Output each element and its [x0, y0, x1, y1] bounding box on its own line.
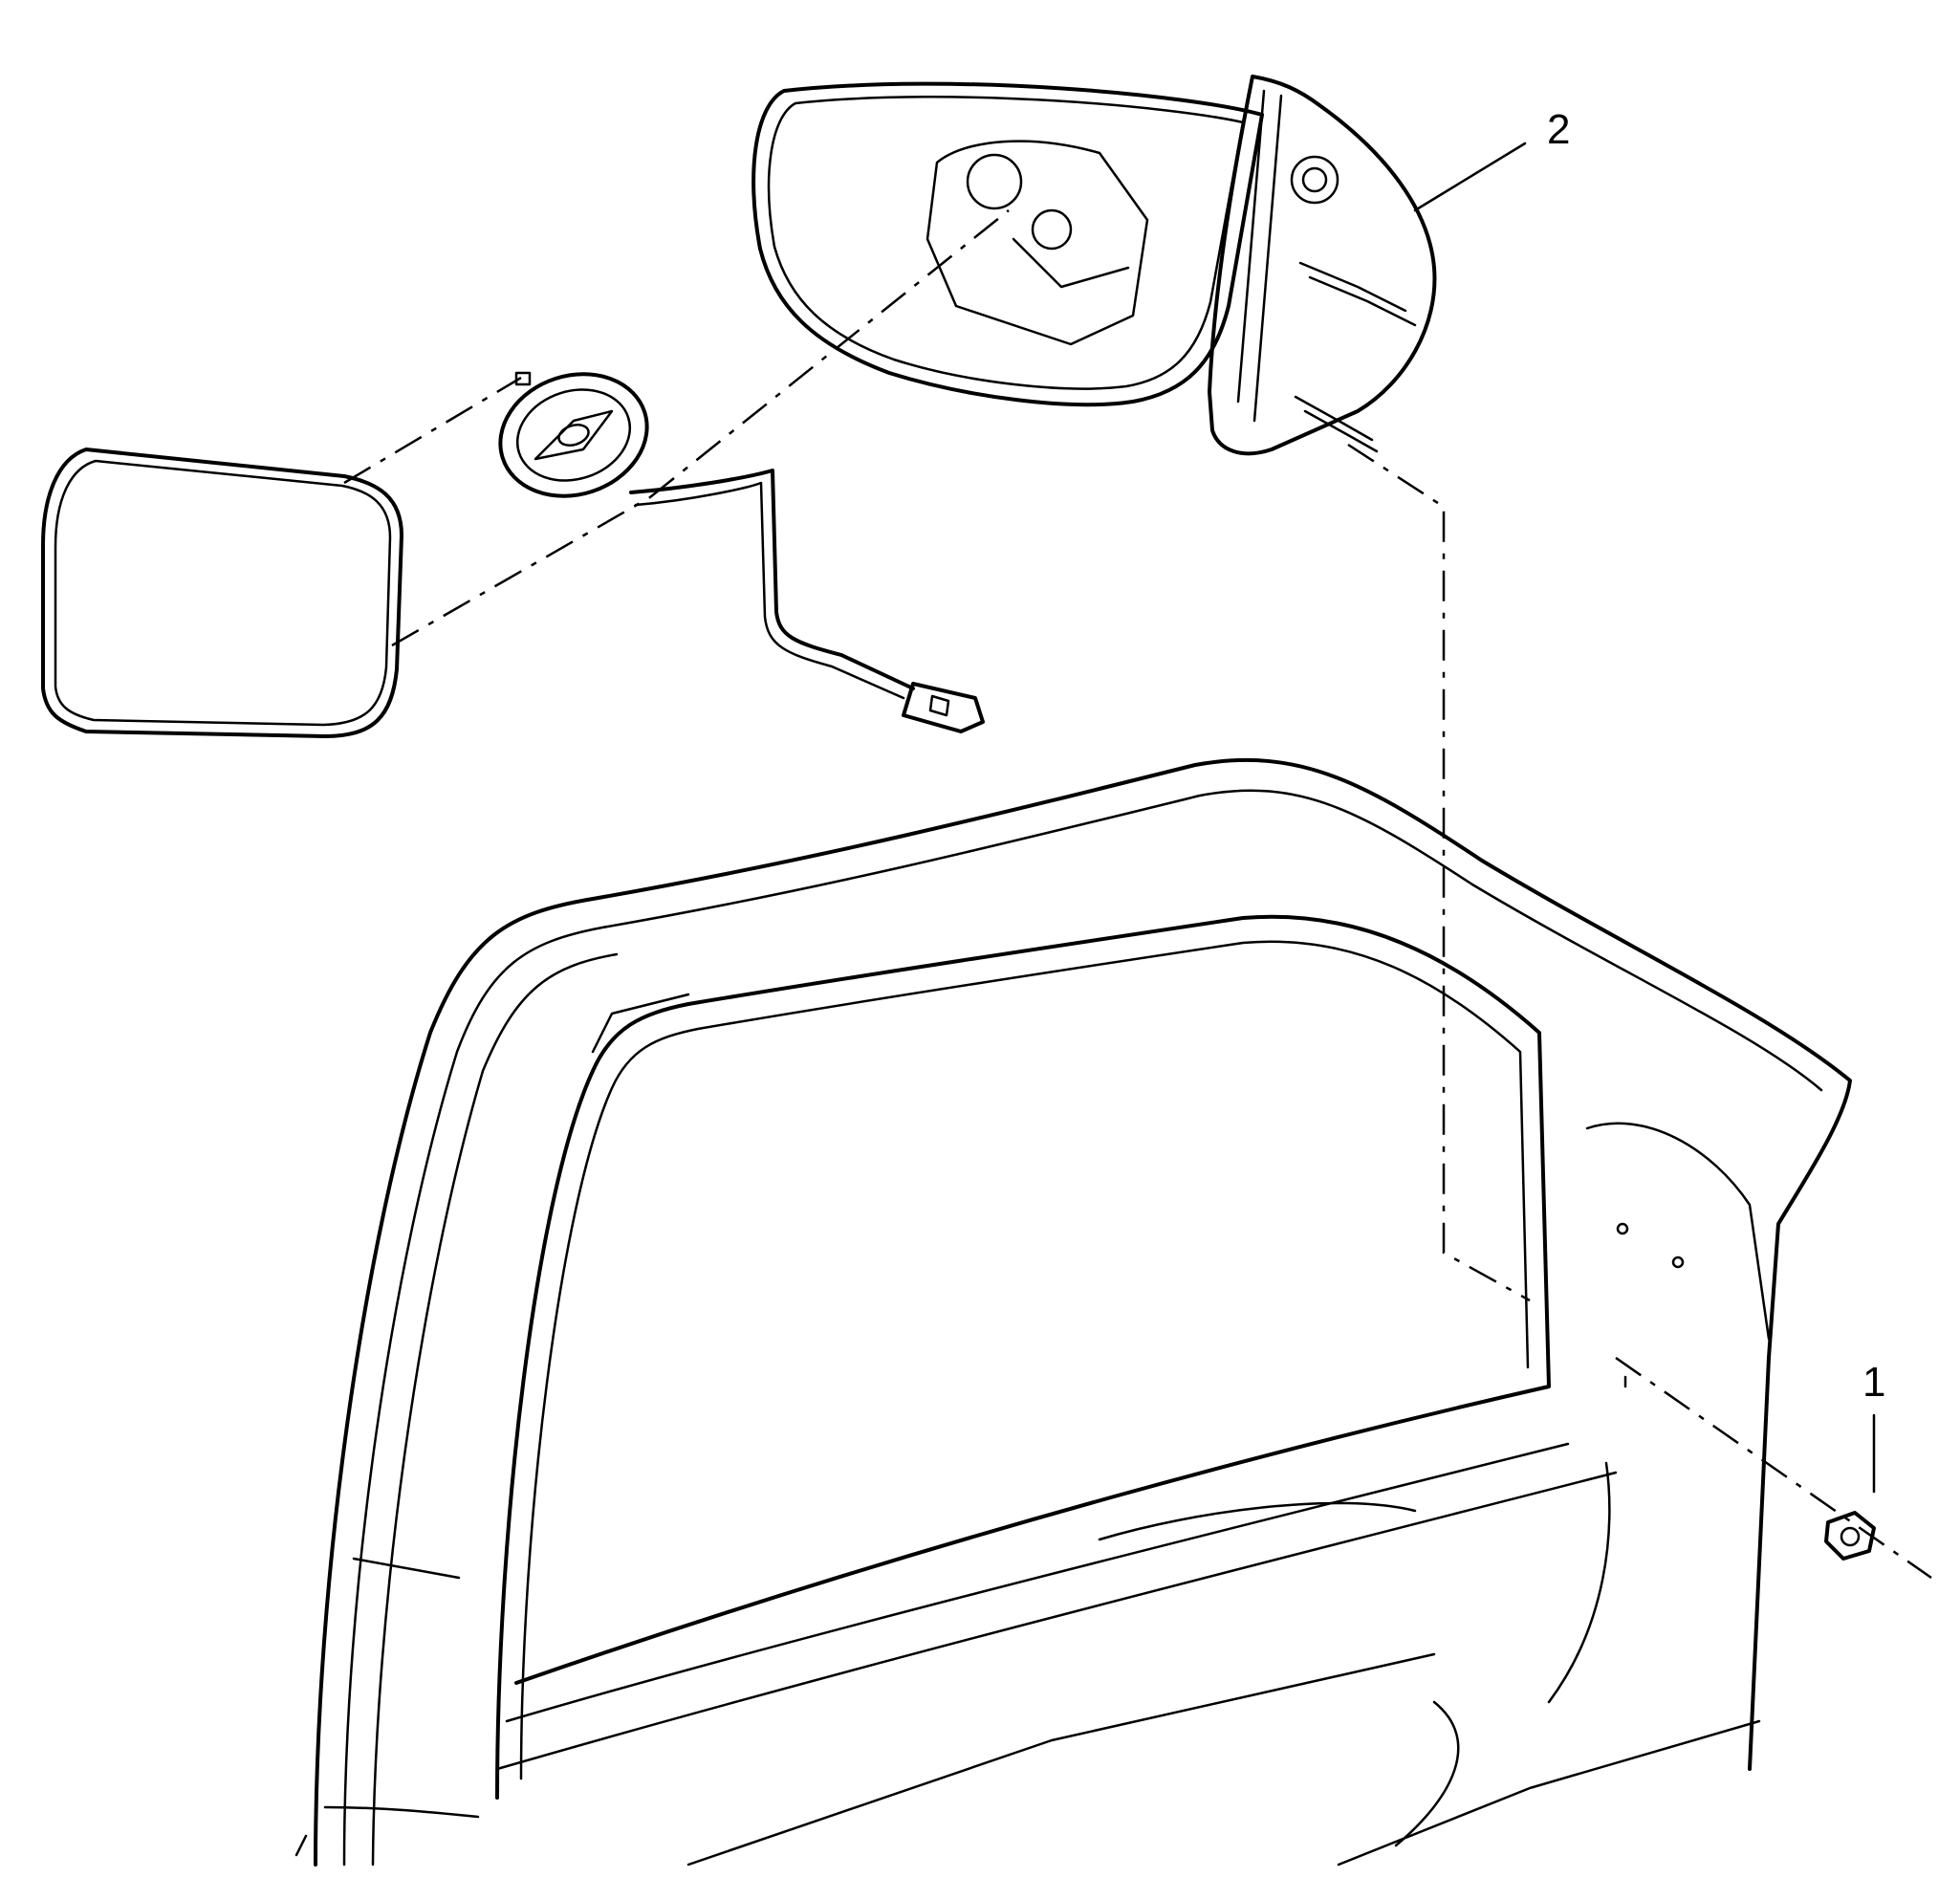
alignment-lines [343, 209, 1932, 1580]
callout-label-2: 2 [1547, 106, 1570, 153]
mirror-actuator [498, 371, 985, 733]
door-frame [294, 757, 1852, 1867]
mirror-glass [41, 448, 403, 738]
nut [1824, 1511, 1876, 1561]
callout-leaders [1413, 142, 1876, 1494]
callout-label-1: 1 [1862, 1359, 1885, 1406]
mirror-housing [751, 75, 1437, 456]
